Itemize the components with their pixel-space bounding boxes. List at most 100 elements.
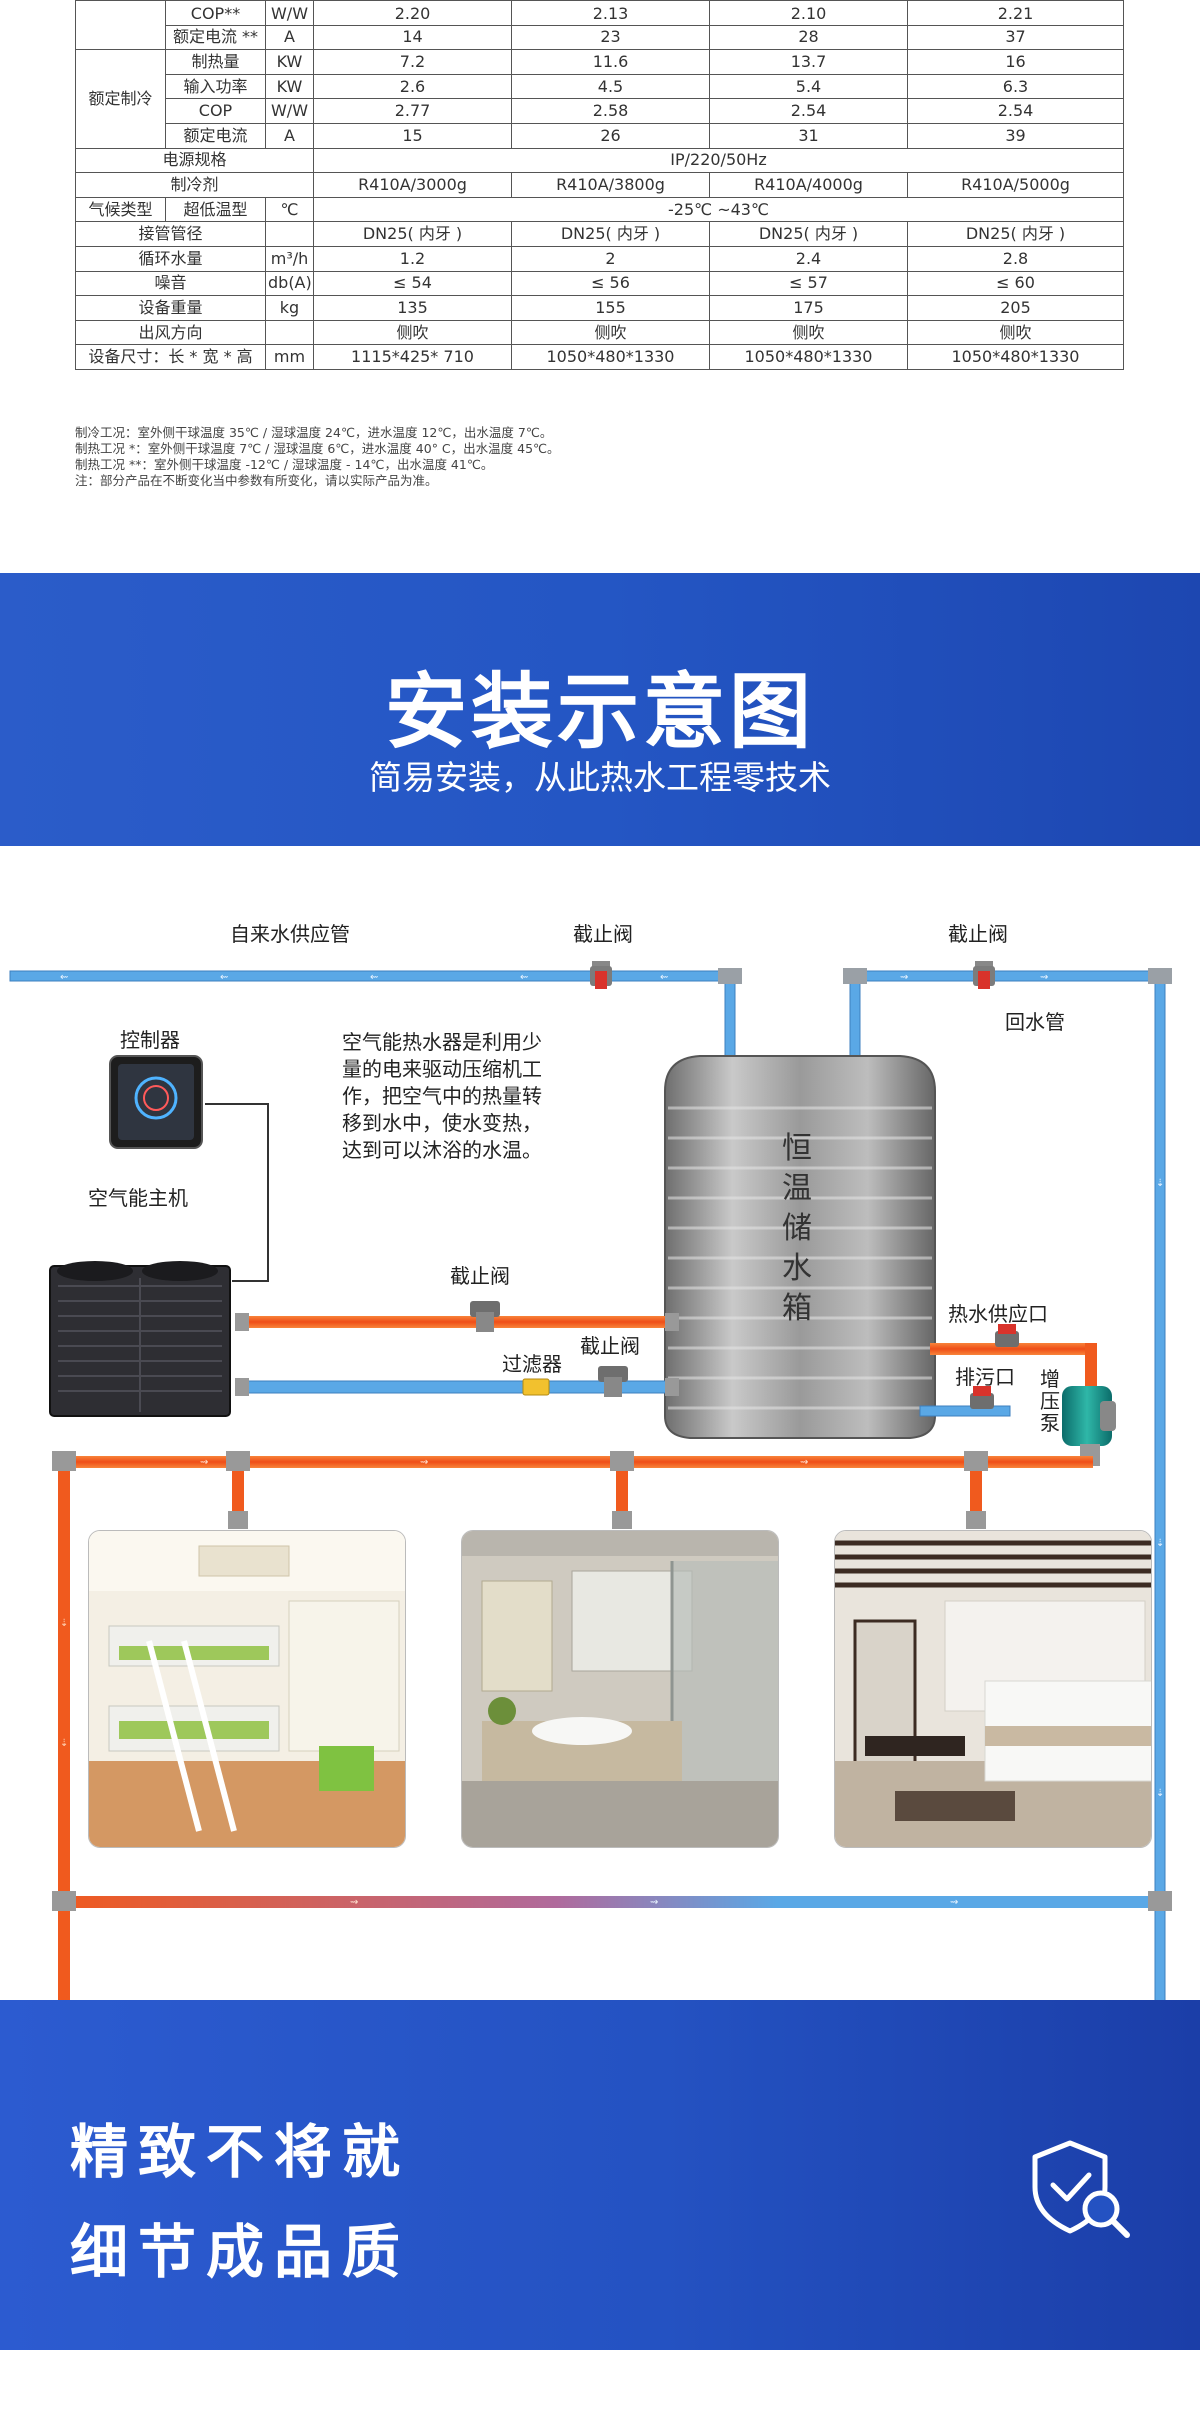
svg-text:⇣: ⇣ (60, 1618, 68, 1629)
table-cell: 侧吹 (511, 319, 710, 346)
filter-label: 过滤器 (502, 1352, 562, 1376)
table-cell: 14 (313, 24, 512, 51)
tap-water-label: 自来水供应管 (230, 922, 350, 946)
svg-text:⇜: ⇜ (660, 972, 668, 983)
table-cell: R410A/5000g (907, 172, 1124, 198)
table-cell: 输入功率 (165, 73, 266, 100)
table-cell: R410A/3000g (313, 172, 512, 198)
flow-arrows: ⇜⇜⇜⇜⇜ ⇝⇝ (60, 972, 1048, 983)
table-cell: -25℃ ~43℃ (313, 196, 1124, 223)
valve-top-right (973, 961, 995, 989)
valve-cold (598, 1366, 628, 1397)
table-cell: kg (265, 295, 314, 321)
quality-line-1: 精致不将就 (70, 2118, 411, 2186)
table-cell: 设备重量 (75, 295, 266, 321)
pump-label: 增压泵 (1040, 1367, 1060, 1435)
svg-text:⇝: ⇝ (900, 972, 908, 983)
tank-label: 恒温储水箱 (782, 1131, 812, 1326)
table-cell: 侧吹 (313, 319, 512, 346)
note-line: 注：部分产品在不断变化当中参数有所变化，请以实际产品为准。 (75, 473, 438, 488)
svg-text:⇝: ⇝ (650, 1897, 658, 1908)
table-cell: KW (265, 49, 314, 75)
table-cell: 4.5 (511, 73, 710, 100)
table-cell: 5.4 (709, 73, 908, 100)
table-cell (265, 221, 314, 247)
note-line: 制热工况 **：室外侧干球温度 -12℃ / 湿球温度 - 14℃，出水温度 4… (75, 457, 494, 472)
table-cell: 2.8 (907, 245, 1124, 272)
diagram-description: 空气能热水器是利用少量的电来驱动压缩机工作，把空气中的热量转移到水中，使水变热，… (342, 1030, 542, 1162)
install-subtitle: 简易安装，从此热水工程零技术 (369, 758, 831, 797)
svg-text:⇜: ⇜ (220, 972, 228, 983)
quality-banner: 精致不将就 细节成品质 (0, 2000, 1200, 2350)
table-cell: 16 (907, 49, 1124, 75)
table-cell: 2.77 (313, 98, 512, 124)
table-cell: 2 (511, 245, 710, 272)
svg-text:⇝: ⇝ (950, 1897, 958, 1908)
controller-wire (205, 1103, 269, 1282)
table-cell: ≤ 54 (313, 270, 512, 297)
hot-supply-label: 热水供应口 (948, 1302, 1048, 1326)
air-source-unit (49, 1261, 231, 1417)
table-cell: DN25( 内牙 ) (709, 221, 908, 247)
install-banner: 安装示意图 简易安装，从此热水工程零技术 (0, 573, 1200, 846)
table-cell: ≤ 60 (907, 270, 1124, 297)
room-photo-bathroom (461, 1530, 779, 1848)
hot-pipe-unit (235, 1313, 679, 1331)
quality-line-2: 细节成品质 (70, 2218, 411, 2286)
table-cell: db(A) (265, 270, 314, 297)
table-cell: 侧吹 (907, 319, 1124, 346)
table-cell: 接管管径 (75, 221, 266, 247)
drain-label: 排污口 (955, 1365, 1015, 1389)
table-cell: 额定电流 ** (165, 24, 266, 51)
table-cell: DN25( 内牙 ) (511, 221, 710, 247)
table-cell: 28 (709, 24, 908, 51)
table-cell: W/W (265, 0, 314, 26)
svg-text:⇣: ⇣ (1156, 1788, 1164, 1799)
table-cell: W/W (265, 98, 314, 124)
table-cell: 额定电流 (165, 122, 266, 149)
table-cell: 1115*425* 710 (313, 344, 512, 370)
svg-text:⇣: ⇣ (1156, 1538, 1164, 1549)
table-cell: 1.2 (313, 245, 512, 272)
install-diagram: ⇜⇜⇜⇜⇜ ⇝⇝ (0, 846, 1200, 2000)
note-line: 制热工况 *：室外侧干球温度 7℃ / 湿球温度 6℃，进水温度 40° C，出… (75, 441, 560, 456)
table-cell: 侧吹 (709, 319, 908, 346)
svg-text:⇣: ⇣ (1156, 1178, 1164, 1189)
table-cell: 制热量 (165, 49, 266, 75)
table-cell: 6.3 (907, 73, 1124, 100)
svg-text:⇜: ⇜ (60, 972, 68, 983)
table-cell: 1050*480*1330 (709, 344, 908, 370)
table-cell: 1050*480*1330 (907, 344, 1124, 370)
table-cell: 2.6 (313, 73, 512, 100)
valve-top-right-label: 截止阀 (948, 922, 1008, 946)
table-cell: 39 (907, 122, 1124, 149)
table-cell: 2.20 (313, 0, 512, 26)
table-cell: 175 (709, 295, 908, 321)
table-cell: COP (165, 98, 266, 124)
table-cell: 2.10 (709, 0, 908, 26)
table-cell: 电源规格 (75, 147, 314, 174)
table-cell: DN25( 内牙 ) (313, 221, 512, 247)
svg-text:⇝: ⇝ (350, 1897, 358, 1908)
table-cell: 1050*480*1330 (511, 344, 710, 370)
booster-pump (1062, 1386, 1116, 1466)
controller-label: 控制器 (120, 1028, 180, 1052)
table-cell: 26 (511, 122, 710, 149)
svg-text:⇜: ⇜ (520, 972, 528, 983)
table-cell: 155 (511, 295, 710, 321)
table-cell: 135 (313, 295, 512, 321)
table-cell: 205 (907, 295, 1124, 321)
table-cell: 2.4 (709, 245, 908, 272)
